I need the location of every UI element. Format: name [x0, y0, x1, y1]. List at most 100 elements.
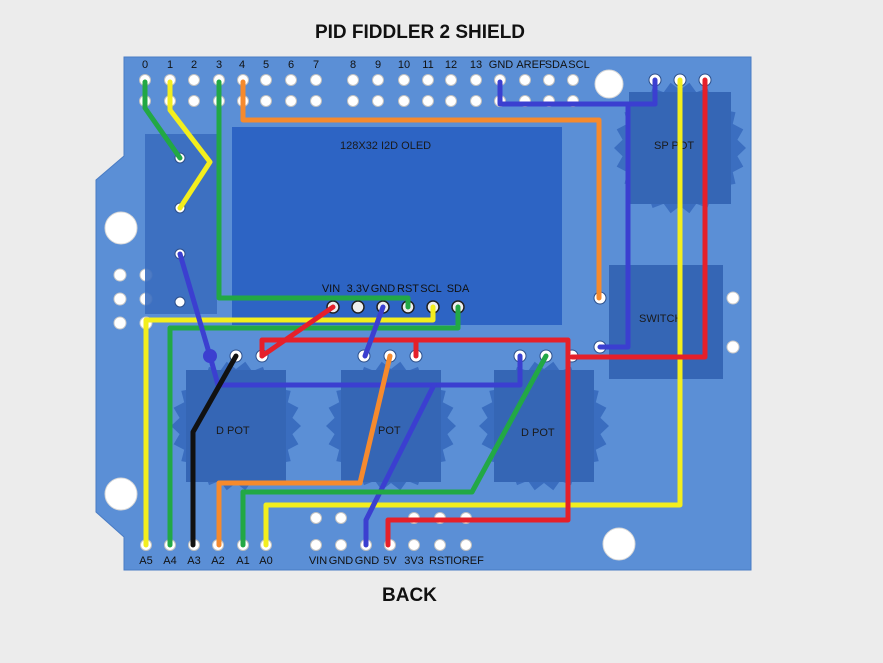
wire-red-rail: [259, 337, 571, 548]
mounting-hole: [602, 527, 636, 561]
wire-orange-a2: [216, 353, 393, 548]
header-hole: [567, 74, 579, 86]
digital-pin-label: 0: [142, 59, 148, 71]
oled-label: 128X32 I2D OLED: [340, 140, 431, 152]
header-hole: [188, 95, 200, 107]
digital-pin-label: 9: [375, 59, 381, 71]
analog-pin-label: A5: [139, 555, 152, 567]
header-hole: [398, 74, 410, 86]
header-hole: [445, 74, 457, 86]
power-pin-label: RST: [429, 555, 451, 567]
analog-pin-label: A2: [211, 555, 224, 567]
power-pin-label: 5V: [383, 555, 397, 567]
digital-pin-label: AREF: [516, 59, 546, 71]
header-hole: [434, 539, 446, 551]
wire-blue-oled-gnd: [362, 304, 386, 359]
digital-pin-label: GND: [489, 59, 514, 71]
pot-right: D POT: [479, 361, 609, 491]
header-hole: [543, 74, 555, 86]
oled-pin-label: SDA: [447, 283, 470, 295]
header-hole: [422, 74, 434, 86]
wire-yellow-d1: [167, 79, 213, 211]
header-hole: [408, 539, 420, 551]
pot-left: D POT: [171, 361, 301, 491]
header-hole: [310, 539, 322, 551]
analog-pin-label: A1: [236, 555, 249, 567]
digital-pin-label: 6: [288, 59, 294, 71]
pot-middle: POT: [326, 361, 456, 491]
switch-label: SWITCH: [639, 313, 682, 325]
power-pin-label: GND: [355, 555, 380, 567]
pot-right-label: D POT: [521, 427, 555, 439]
pot-middle-label: POT: [378, 425, 401, 437]
header-hole: [310, 95, 322, 107]
wire-yellow-sp: [263, 77, 683, 548]
header-hole: [260, 95, 272, 107]
power-pin-label: GND: [329, 555, 354, 567]
header-hole: [372, 95, 384, 107]
digital-pin-label: 2: [191, 59, 197, 71]
wire-green-d3: [216, 79, 411, 310]
digital-pin-label: 7: [313, 59, 319, 71]
wire-green-a4: [167, 304, 461, 548]
digital-pin-label: 5: [263, 59, 269, 71]
digital-pin-label: 10: [398, 59, 410, 71]
wire-red-sp: [569, 77, 708, 360]
header-hole: [470, 74, 482, 86]
digital-pin-label: SDA: [545, 59, 568, 71]
wire-red-vin: [259, 304, 336, 359]
pot-left-label: D POT: [216, 425, 250, 437]
wire-green-a1: [240, 353, 549, 548]
analog-pin-label: A0: [259, 555, 272, 567]
header-hole: [445, 95, 457, 107]
header-hole: [347, 95, 359, 107]
header-hole: [260, 74, 272, 86]
wire-yellow-a5: [143, 304, 436, 548]
left-module: [145, 134, 217, 314]
digital-pin-label: SCL: [568, 59, 589, 71]
diagram-title: PID FIDDLER 2 SHIELD: [314, 22, 526, 43]
sp-pot-label: SP POT: [654, 140, 694, 152]
view-label: BACK: [382, 585, 437, 606]
power-pin-label: IOREF: [450, 555, 484, 567]
header-hole: [398, 95, 410, 107]
mounting-holes: [104, 69, 636, 561]
analog-pin-label: A4: [163, 555, 176, 567]
header-hole: [335, 539, 347, 551]
header-hole: [188, 74, 200, 86]
wire-blue-gnd-top: [497, 77, 658, 107]
power-pin-label: VIN: [309, 555, 327, 567]
digital-pin-label: 11: [422, 59, 433, 71]
analog-pin-label: A3: [187, 555, 200, 567]
wire-orange-d4: [240, 79, 602, 301]
mounting-hole: [594, 69, 624, 99]
header-hole: [310, 512, 322, 524]
digital-pin-label: 13: [470, 59, 482, 71]
digital-pin-label: 1: [167, 59, 173, 71]
digital-pin-label: 3: [216, 59, 222, 71]
oled-module: [232, 127, 562, 325]
digital-pin-label: 4: [239, 59, 245, 71]
digital-pin-label: 12: [445, 59, 457, 71]
mounting-hole: [104, 477, 138, 511]
header-hole: [372, 74, 384, 86]
header-hole: [460, 539, 472, 551]
oled-pin-label: GND: [371, 283, 396, 295]
wires: [142, 77, 708, 548]
header-hole: [347, 74, 359, 86]
wire-blue-sp: [597, 101, 658, 350]
analog-pin-labels: A5 A4 A3 A2 A1 A0: [139, 555, 272, 567]
oled-pin-label: VIN: [322, 283, 340, 295]
header-hole: [519, 74, 531, 86]
power-pin-label: 3V3: [404, 555, 424, 567]
header-hole: [285, 74, 297, 86]
oled-pin-label: 3.3V: [347, 283, 370, 295]
header-hole: [470, 95, 482, 107]
wire-blue-to-gnd: [363, 382, 437, 548]
digital-pin-label: 8: [350, 59, 356, 71]
oled-pin-label: SCL: [420, 283, 441, 295]
